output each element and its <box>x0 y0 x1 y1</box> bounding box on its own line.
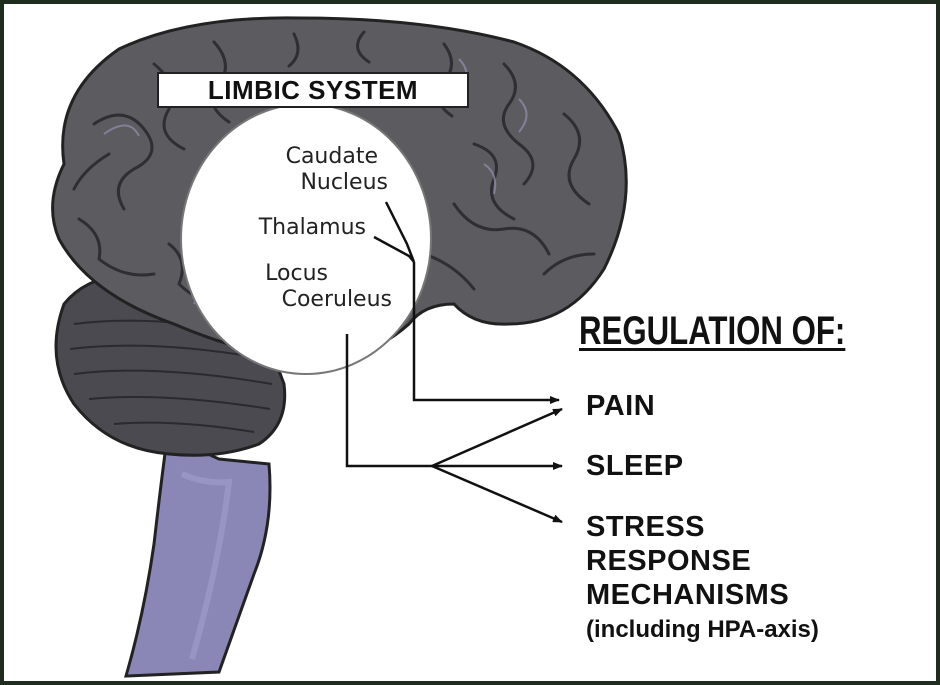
nucleus-label: Nucleus <box>236 170 388 196</box>
thalamus-label: Thalamus <box>204 215 366 241</box>
pain-label: PAIN <box>586 391 655 421</box>
locus-label: Locus <box>224 261 328 287</box>
stress-line-2: RESPONSE <box>586 546 751 576</box>
hpa-axis-note: (including HPA-axis) <box>586 616 819 644</box>
regulation-heading: REGULATION OF: <box>579 309 845 354</box>
arrow-to-stress <box>432 466 562 522</box>
coeruleus-label: Coeruleus <box>224 287 392 313</box>
limbic-system-title: LIMBIC SYSTEM <box>157 72 469 108</box>
sleep-label: SLEEP <box>586 451 684 481</box>
arrow-to-pain <box>432 409 562 466</box>
stress-line-3: MECHANISMS <box>586 580 789 610</box>
stress-line-1: STRESS <box>586 512 705 542</box>
caudate-label: Caudate <box>236 144 378 170</box>
